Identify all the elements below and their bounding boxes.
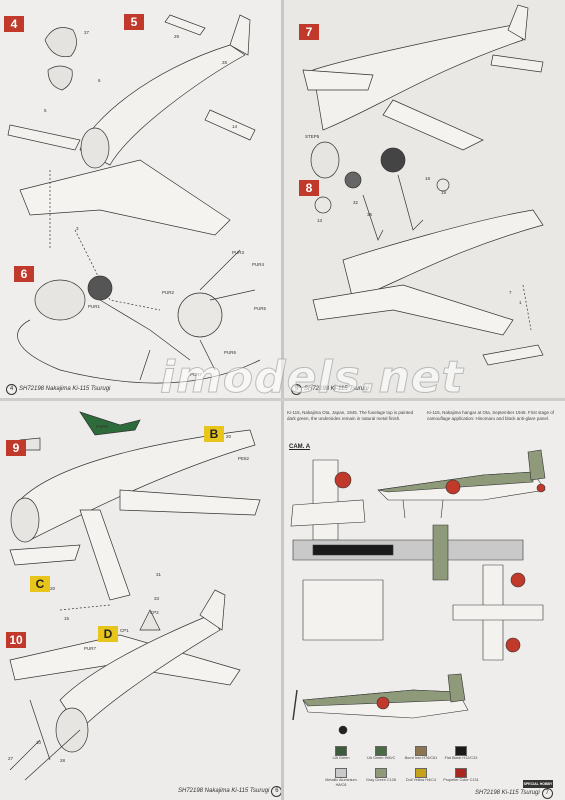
page-7: Ki-115, Nakajima Ota, Japan, 1945. The f… [283, 400, 565, 800]
part-label: 3 [76, 226, 79, 231]
part-label: PUR7 [190, 372, 203, 377]
step-4-badge: 4 [4, 16, 24, 32]
assembly-drawing-steps-7-8 [302, 4, 544, 366]
part-label: PUR2 [162, 290, 175, 295]
assembly-drawing-steps-9-10 [9, 411, 261, 781]
step-10-badge: 10 [6, 632, 26, 648]
step-8-badge: 8 [299, 180, 319, 196]
center-fold-horizontal [0, 398, 565, 401]
part-label: 1 [519, 300, 522, 305]
part-label: 5 [44, 108, 47, 113]
cam-label: CAM. A [289, 444, 311, 450]
part-label: 6 [98, 78, 101, 83]
note-left: Ki-115, Nakajima Ota, Japan, 1945. The f… [287, 410, 414, 421]
part-label: 33 [154, 596, 160, 601]
color-swatch-g [415, 768, 427, 778]
part-label: 10 [36, 740, 42, 745]
color-swatch-h [455, 768, 467, 778]
swatch-label: Burnt Iron H76/C61 [404, 756, 438, 760]
assembly-drawing-steps-4-6 [7, 14, 261, 384]
step-6-badge: 6 [14, 266, 34, 282]
part-label: 14 [232, 124, 238, 129]
page-4: 4 5 6 37 6 29 28 5 14 3 PUR3 PUR4 PUR2 P… [0, 0, 283, 400]
brand-logo: SPECIAL HOBBY [523, 780, 553, 788]
part-label: PUR7 [84, 646, 97, 651]
part-label: PE62 [238, 456, 250, 461]
camouflage-views [290, 449, 546, 735]
part-label: 27 [8, 756, 14, 761]
page-number: 7 [541, 788, 553, 799]
swatch-label: Gray Green C128 [366, 778, 396, 782]
part-label: 19 [441, 190, 447, 195]
color-swatch-e [335, 768, 347, 778]
part-label: 31 [156, 572, 162, 577]
page-6: B 9 C 10 D PUR8 20 PE62 31 33 15 PUR7 CP… [0, 400, 283, 800]
part-label: CP1 [120, 628, 129, 633]
swatch-label: Metallic Aluminium H8/C8 [325, 778, 357, 787]
part-label: 20 [50, 586, 56, 591]
part-label: CP2 [150, 610, 159, 615]
part-label: 7 [509, 290, 512, 295]
part-label: 32 [353, 200, 359, 205]
part-label: 18 [425, 176, 431, 181]
swatch-label: Flat Black H12/C33 [444, 756, 478, 760]
step-b-badge: B [204, 426, 224, 442]
step-9-badge: 9 [6, 440, 26, 456]
part-label: 28 [60, 758, 66, 763]
part-label: PUR3 [232, 250, 245, 255]
part-label: PUR5 [254, 306, 267, 311]
part-label: 29 [174, 34, 180, 39]
part-label: 20 [226, 434, 232, 439]
part-label: 13 [317, 218, 323, 223]
part-label: PUR8 [96, 424, 109, 429]
watermark: imodels.net [160, 352, 464, 404]
color-swatch-f [375, 768, 387, 778]
part-label: PUR6 [224, 350, 237, 355]
part-label: 28 [222, 60, 228, 65]
color-swatch-a [335, 746, 347, 756]
step-c-badge: C [30, 576, 50, 592]
part-label: 15 [64, 616, 70, 621]
step-d-badge: D [98, 626, 118, 642]
part-label: PUR1 [88, 304, 101, 309]
part-label: 35 [367, 212, 373, 217]
color-swatch-d [455, 746, 467, 756]
swatch-label: IJA Green H60/C [366, 756, 396, 760]
color-swatch-c [415, 746, 427, 756]
step-7-badge: 7 [299, 24, 319, 40]
swatch-label: IJA Green [332, 756, 350, 760]
note-right: Ki-115, Nakajima hangar at Ota, Septembe… [427, 410, 554, 421]
step-5-badge: 5 [124, 14, 144, 30]
page-number: 5 [291, 384, 302, 395]
swatch-label: Dull Yellow H4/C4 [405, 778, 437, 782]
swatch-label: Propeller Color C131 [443, 778, 479, 782]
part-label: 37 [84, 30, 90, 35]
color-swatch-b [375, 746, 387, 756]
part-label: PUR4 [252, 262, 265, 267]
page-number: 4 [6, 384, 17, 395]
part-label: STEP5 [305, 134, 320, 139]
